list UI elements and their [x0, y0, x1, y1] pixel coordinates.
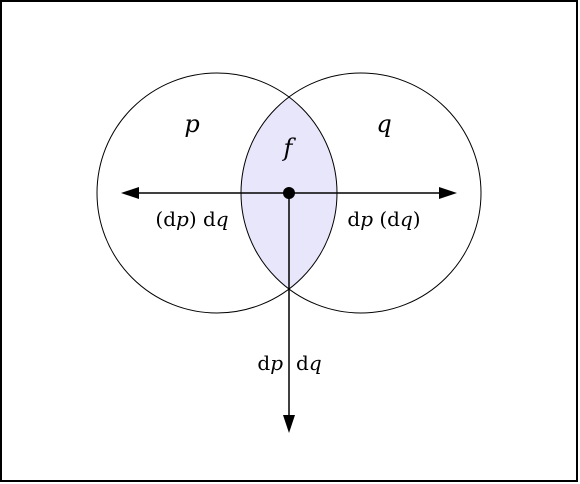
center-dot-icon: [283, 187, 295, 199]
label-down-arrow-right: dq: [296, 351, 322, 375]
label-left-arrow: (dp) dq: [155, 207, 228, 231]
intersection-region: [241, 73, 337, 313]
label-down-arrow-left: dp: [257, 351, 283, 375]
label-q: q: [376, 110, 391, 138]
arrowhead-right-icon: [439, 187, 457, 199]
arrowhead-down-icon: [283, 415, 295, 433]
arrowhead-left-icon: [121, 187, 139, 199]
label-right-arrow: dp (dq): [347, 207, 420, 231]
label-p: p: [184, 110, 199, 138]
